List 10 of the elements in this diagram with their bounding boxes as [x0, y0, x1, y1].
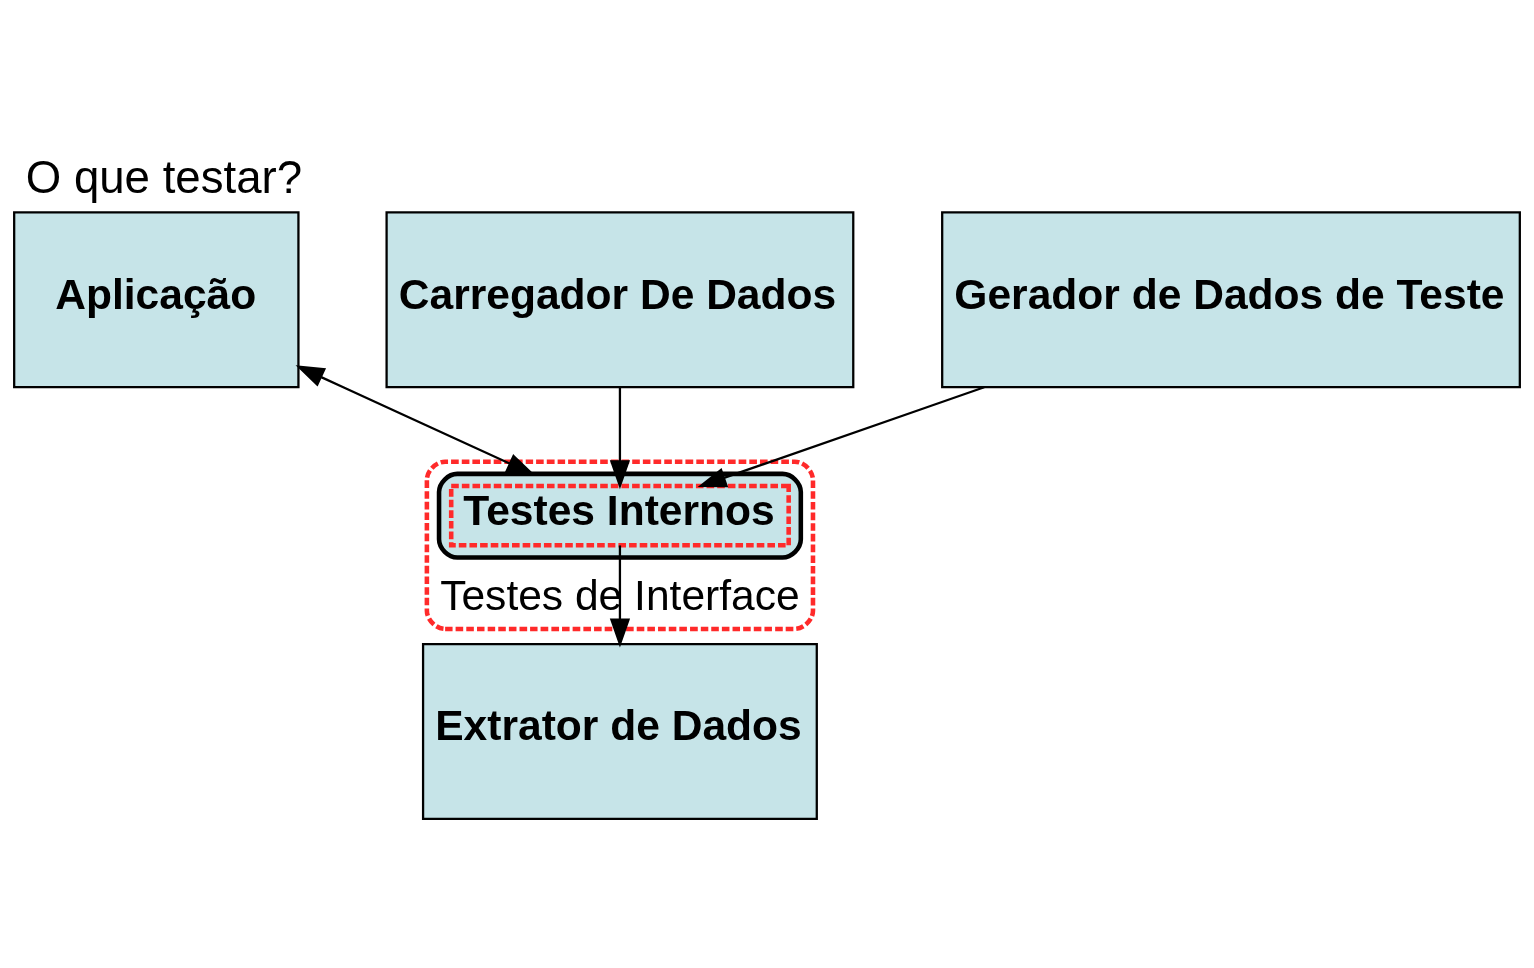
- node-box: Testes Internos: [448, 483, 791, 548]
- node-box: Extrator de Dados: [421, 642, 818, 820]
- node-box: Gerador de Dados de Teste: [941, 210, 1521, 388]
- arrow: [609, 544, 631, 648]
- cluster: [436, 471, 804, 560]
- arrow: [609, 386, 631, 489]
- arrow: [697, 385, 985, 487]
- node-box: Carregador De Dados: [385, 210, 855, 388]
- node-box: Aplicação: [13, 210, 300, 388]
- diagram-title: O que testar?: [25, 151, 303, 203]
